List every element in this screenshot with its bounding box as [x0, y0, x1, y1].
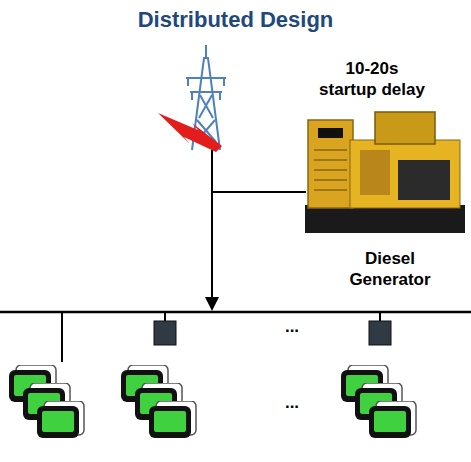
label-wrap: 10-20s startup delay	[316, 58, 428, 101]
engine-housing	[360, 150, 390, 195]
feed-wire	[211, 150, 213, 300]
tower-insulator	[188, 78, 224, 100]
delay-note: 10-20s startup delay	[316, 58, 428, 101]
generator-base	[305, 205, 465, 233]
ups-box	[154, 321, 176, 345]
ups-box	[369, 321, 391, 345]
generator-body	[350, 140, 460, 208]
server-group	[341, 365, 416, 438]
diesel-generator	[305, 112, 465, 233]
tower-crossarm	[186, 78, 226, 92]
label-wrap: ...	[267, 392, 317, 413]
generator-label: Diesel Generator	[340, 248, 440, 291]
label-wrap: ...	[267, 316, 317, 337]
arrow-head	[205, 297, 219, 311]
generator-badge	[318, 128, 343, 138]
tower-spike	[205, 45, 207, 58]
generator-radiator	[308, 120, 353, 208]
server-group	[121, 365, 196, 438]
title-wrap: Distributed Design	[0, 6, 471, 34]
diagram-title: Distributed Design	[0, 6, 471, 34]
control-panel	[375, 112, 435, 144]
lightning-bolt	[158, 113, 222, 152]
server-card	[369, 401, 416, 438]
ellipsis: ...	[267, 316, 317, 337]
engine-block	[398, 160, 450, 200]
server-group	[9, 365, 84, 438]
server-card	[149, 401, 196, 438]
drop-wire	[61, 312, 63, 362]
wiring	[0, 150, 471, 362]
ellipsis: ...	[267, 392, 317, 413]
label-wrap: Diesel Generator	[340, 248, 440, 291]
server-card	[37, 401, 84, 438]
generator-wire	[212, 191, 306, 193]
power-bus	[0, 311, 471, 314]
radiator-grille	[314, 150, 347, 190]
